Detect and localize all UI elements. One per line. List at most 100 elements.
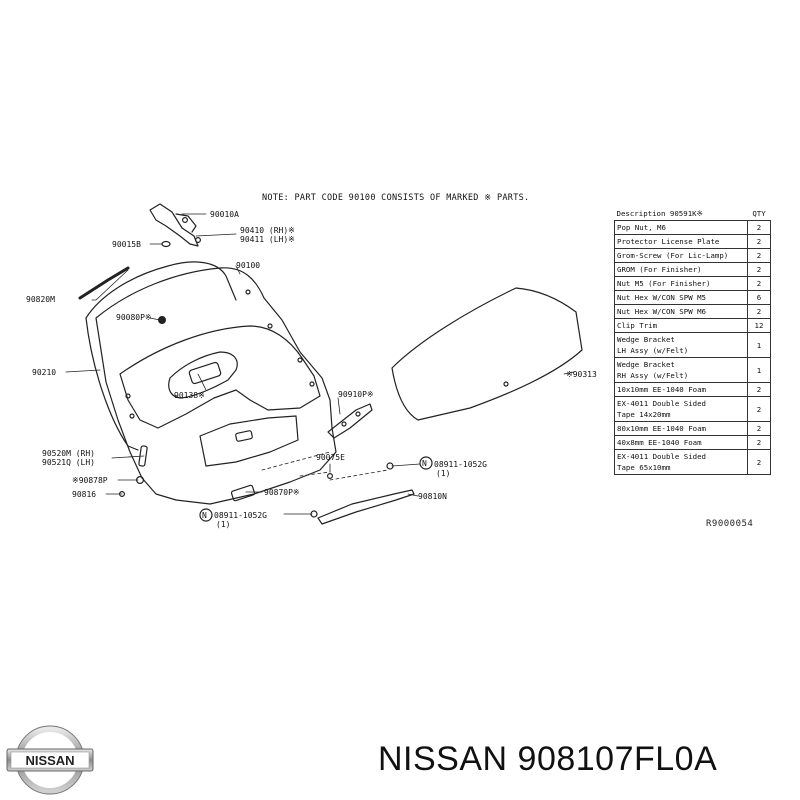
finisher-90910p [327,403,373,439]
parts-table-row: 40x8mm EE-1040 Foam 2 [614,435,771,450]
part-description: 10x10mm EE-1040 Foam [614,382,748,397]
hinge-arm [175,213,197,233]
callout-90313: ※90313 [566,370,597,379]
part-description: Grom-Screw (For Lic-Lamp) [614,248,748,263]
part-description: Nut Hex W/CON SPW M6 [614,304,748,319]
parts-table-row: Nut M5 (For Finisher) 2 [614,276,771,291]
parts-table-row: GROM (For Finisher) 2 [614,262,771,277]
part-description-line1: Nut Hex W/CON SPW M6 [617,307,706,316]
part-qty: 2 [747,276,771,291]
part-qty: 12 [747,318,771,333]
garnish-90810n [317,489,415,525]
part-qty: 2 [747,220,771,235]
nissan-logo-text: NISSAN [25,753,74,768]
callout-90210: 90210 [32,368,56,377]
callout-90100: 90100 [236,261,260,270]
reference-code: R9000054 [706,519,754,529]
part-qty: 2 [747,449,771,475]
part-description: Protector License Plate [614,234,748,249]
parts-table-row: Nut Hex W/CON SPW M6 2 [614,304,771,319]
part-description-line1: Wedge Bracket [617,360,675,369]
part-description-line2: Tape 65x10mm [617,463,671,472]
part-qty: 1 [747,357,771,383]
callout-08911-b-qty: (1) [216,520,230,529]
part-qty: 2 [747,435,771,450]
callout-90810n: 90810N [418,492,447,501]
callout-90015b: 90015B [112,240,141,249]
part-description-line1: EX-4011 Double Sided [617,452,706,461]
nut-90075e [327,473,334,480]
callout-90878p: ※90878P [72,476,108,485]
callout-90010a: 90010A [210,210,239,219]
callout-90816: 90816 [72,490,96,499]
part-description: Nut M5 (For Finisher) [614,276,748,291]
part-description: GROM (For Finisher) [614,262,748,277]
callout-90520m: 90520M (RH) [42,449,95,458]
parts-table-row: Grom-Screw (For Lic-Lamp)2 [614,248,771,263]
part-description: Pop Nut, M6 [614,220,748,235]
part-qty: 2 [747,382,771,397]
parts-table-row: Pop Nut, M6 2 [614,220,771,235]
part-description-line1: Nut M5 (For Finisher) [617,279,711,288]
parts-table-header: Description 90591K※ QTY [614,207,771,221]
glass-opening [119,325,321,429]
back-glass-90313 [391,287,583,421]
callout-90521q: 90521Q (LH) [42,458,95,467]
parts-table-row: Wedge Bracket LH Assy (w/Felt) 1 [614,332,771,358]
part-qty: 2 [747,421,771,436]
callout-90910p: 90910P※ [338,390,374,399]
parts-table-row: Wedge Bracket RH Assy (w/Felt) 1 [614,357,771,383]
emblem-90138 [188,361,222,385]
part-description: Wedge Bracket LH Assy (w/Felt) [614,332,748,358]
hinge-bracket [149,203,199,247]
part-description-line2: RH Assy (w/Felt) [617,371,689,380]
part-description: 40x8mm EE-1040 Foam [614,435,748,450]
callout-08911-b: 08911-1052G [214,511,267,520]
callout-90138: 90138※ [174,391,205,400]
part-qty: 6 [747,290,771,305]
part-qty: 2 [747,262,771,277]
callout-90411: 90411 (LH)※ [240,235,295,244]
outer-seal-90210 [85,261,237,319]
part-qty: 1 [747,332,771,358]
callout-08911-a: 08911-1052G [434,460,487,469]
part-qty: 2 [747,248,771,263]
tailgate-panel [95,267,337,505]
part-description-line1: 10x10mm EE-1040 Foam [617,385,706,394]
part-description-line1: Pop Nut, M6 [617,223,666,232]
part-qty: 2 [747,304,771,319]
nissan-logo: NISSAN [6,725,94,795]
callout-90410: 90410 (RH)※ [240,226,295,235]
emblem-recess [168,351,238,399]
callout-90870p: 90870P※ [264,488,300,497]
part-description-line1: GROM (For Finisher) [617,265,702,274]
callout-08911-a-qty: (1) [436,469,450,478]
header-qty: QTY [747,207,771,221]
callout-90820m: 90820M [26,295,55,304]
part-qty: 2 [747,234,771,249]
hinge-bolt-2 [195,237,202,244]
handle-slot [235,430,253,442]
part-description-line1: 40x8mm EE-1040 Foam [617,438,702,447]
part-qty: 2 [747,396,771,422]
callout-n-symbol-a: N [422,459,427,468]
part-description: Clip Trim [614,318,748,333]
part-number-caption: NISSAN 908107FL0A [378,740,718,778]
part-description-line2: LH Assy (w/Felt) [617,346,689,355]
callout-90075e: 90075E [316,453,345,462]
striker-90520m [138,445,148,467]
part-description: Nut Hex W/CON SPW M5 [614,290,748,305]
lock-bracket [230,484,256,502]
part-description-line1: Wedge Bracket [617,335,675,344]
diagram-note: NOTE: PART CODE 90100 CONSISTS OF MARKED… [262,193,530,203]
parts-table-row: 10x10mm EE-1040 Foam 2 [614,382,771,397]
